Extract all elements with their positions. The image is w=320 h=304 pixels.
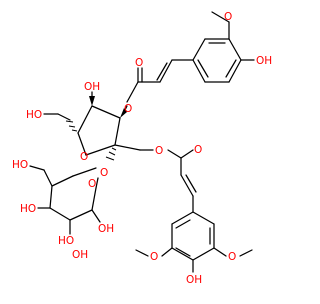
upper-aromatic-ring: [192, 38, 242, 83]
furanose-ring: [77, 105, 121, 156]
label-oh-top-right: OH: [256, 55, 272, 67]
label-o-methoxy-top: O: [224, 11, 232, 23]
label-o-ester-top: O: [124, 103, 132, 115]
bond-ch2-oh-pyr: [29, 165, 45, 171]
chemical-structure-canvas: OH O O O OH HO O O O O O HO HO HO OH OH …: [12, 11, 272, 286]
bond-c2-oh-pyr: [91, 209, 101, 223]
pyranose-ring: [49, 167, 97, 221]
bond-ch2-c5: [57, 113, 71, 121]
bond-c1-oglyc: [95, 177, 99, 189]
label-o-ketone-bottom: O: [194, 144, 202, 156]
bond-c1-ch2: [114, 144, 141, 151]
lower-aromatic-ring: [171, 211, 215, 261]
label-o-methoxy-br: O: [228, 251, 236, 263]
bond-ester-co: [126, 81, 139, 103]
bond-o-co: [167, 149, 182, 159]
bond-vinyl-2-double: [156, 62, 168, 81]
label-ho-pyr-c4: HO: [20, 203, 36, 215]
label-o-pyranose: O: [88, 178, 96, 190]
label-oh-pyr-c2: OH: [98, 223, 114, 235]
label-ho-pyr-c3: HO: [58, 235, 74, 247]
label-oh-pyr-c3b: OH: [72, 249, 88, 261]
label-o-methoxy-bl: O: [150, 251, 158, 263]
hash-c4-ch2: [65, 120, 78, 132]
bond-vinyl-2: [159, 59, 173, 83]
bond-co-o: [180, 149, 194, 159]
bond-c2-o: [124, 105, 128, 111]
label-ho-hydroxymethyl: HO: [26, 109, 42, 121]
bond-vinyl-lower-1b: [185, 174, 197, 193]
bond-methyl-bl: [135, 249, 149, 257]
structure-svg: OH O O O OH HO O O O O O HO HO HO OH OH …: [12, 11, 272, 286]
bond-ring-ome-br: [213, 247, 227, 257]
label-o-ester-bottom: O: [155, 145, 163, 157]
bond-methyl-br: [239, 249, 253, 257]
wedge-c3-oh: [89, 96, 95, 106]
label-o-furanose: O: [80, 151, 88, 163]
label-o-ketone-top: O: [135, 57, 143, 69]
label-oh-ring-top: OH: [84, 81, 100, 93]
hash-anomeric-o: [105, 147, 117, 161]
bond-vinyl-lower-1: [180, 174, 194, 197]
label-oh-bottom: OH: [186, 274, 202, 286]
label-o-glycosidic: O: [100, 167, 108, 179]
label-ho-pyr-left: HO: [12, 159, 28, 171]
bond-ring-ome-bl: [161, 247, 173, 257]
bond-c5-ch2: [43, 169, 53, 187]
bond-methyl-top: [211, 11, 230, 23]
